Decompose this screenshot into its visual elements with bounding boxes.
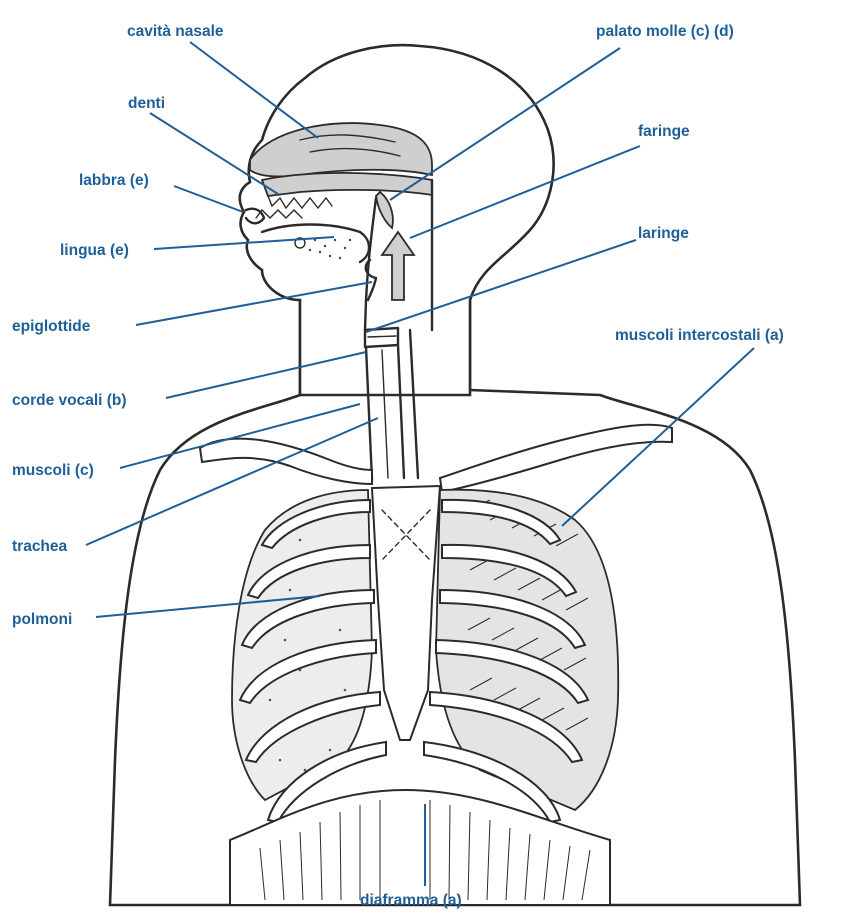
label-lingua: lingua (e) xyxy=(60,242,129,259)
label-polmoni: polmoni xyxy=(12,611,72,628)
label-trachea: trachea xyxy=(12,538,68,555)
label-epiglottide: epiglottide xyxy=(12,318,91,335)
label-labbra: labbra (e) xyxy=(79,172,149,189)
label-faringe: faringe xyxy=(638,123,690,140)
leader-labbra xyxy=(174,186,243,212)
label-palato-molle: palato molle (c) (d) xyxy=(596,23,734,40)
body-illustration xyxy=(110,45,800,905)
label-diaframma: diaframma (a) xyxy=(360,892,462,909)
label-corde-vocali: corde vocali (b) xyxy=(12,392,127,409)
label-denti: denti xyxy=(128,95,165,112)
label-muscoli: muscoli (c) xyxy=(12,462,94,479)
label-cavita-nasale: cavità nasale xyxy=(127,23,224,40)
label-muscoli-intercostali: muscoli intercostali (a) xyxy=(615,327,784,344)
head-outline xyxy=(240,45,554,395)
label-laringe: laringe xyxy=(638,225,689,242)
